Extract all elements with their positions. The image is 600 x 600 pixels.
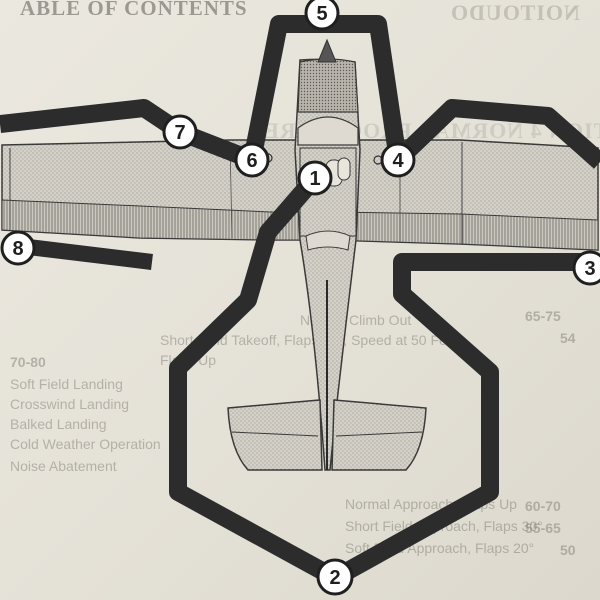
callout-7-label: 7 bbox=[174, 122, 185, 144]
rear-window bbox=[305, 230, 351, 251]
ghost-line-balked-landing: Balked Landing bbox=[10, 416, 107, 432]
ghost-line-crosswind-landing: Crosswind Landing bbox=[10, 396, 130, 412]
elevator-hinge-line bbox=[231, 431, 319, 437]
walkaround-path bbox=[0, 15, 600, 586]
callout-8-label: 8 bbox=[12, 238, 23, 260]
ghost-value-1: 65-75 bbox=[525, 308, 561, 324]
ghost-line-short-field-takeoff: Short Field Takeoff, Flaps 10°, Speed at… bbox=[160, 332, 459, 348]
windshield bbox=[297, 116, 359, 146]
ghost-value-5: 55-65 bbox=[525, 520, 561, 536]
path-segment-2-to-3 bbox=[330, 253, 590, 586]
elevator-hinge-line bbox=[335, 431, 423, 437]
cabin-window bbox=[337, 157, 351, 181]
ghost-line-noise-abatement: Noise Abatement bbox=[10, 458, 117, 474]
callout-7: 7 bbox=[162, 114, 198, 150]
callout-5: 5 bbox=[304, 0, 340, 31]
horizontal-stabilizer bbox=[227, 399, 323, 471]
callout-4: 4 bbox=[380, 142, 416, 178]
callout-3: 3 bbox=[572, 250, 600, 286]
callout-8: 8 bbox=[0, 230, 36, 266]
path-segment-7 bbox=[0, 99, 256, 169]
callout-2-label: 2 bbox=[329, 567, 340, 589]
callout-1: 1 bbox=[297, 160, 333, 196]
callout-3-label: 3 bbox=[584, 258, 595, 280]
ghost-value-2: 54 bbox=[560, 330, 576, 346]
engine-cowling bbox=[297, 58, 359, 113]
path-segment-8 bbox=[19, 238, 153, 270]
callout-5-label: 5 bbox=[316, 3, 327, 25]
path-segment-1-to-2 bbox=[169, 172, 340, 586]
ghost-line-soft-field-landing: Soft Field Landing bbox=[10, 376, 123, 392]
path-segment-3-to-4 bbox=[391, 99, 600, 169]
callout-2: 2 bbox=[316, 558, 354, 596]
horizontal-stabilizer bbox=[331, 399, 427, 471]
propeller-spinner bbox=[317, 38, 337, 63]
callout-6: 6 bbox=[234, 142, 270, 178]
ghost-value-4: 60-70 bbox=[525, 498, 561, 514]
callout-4-label: 4 bbox=[392, 150, 404, 172]
ghost-value-3: 70-80 bbox=[10, 354, 46, 370]
table-of-contents-heading: ABLE OF CONTENTS bbox=[20, 0, 248, 20]
ghost-value-6: 50 bbox=[560, 542, 576, 558]
callout-1-label: 1 bbox=[309, 168, 320, 190]
ghost-line-cold-weather: Cold Weather Operation bbox=[10, 436, 161, 452]
callout-6-label: 6 bbox=[246, 150, 257, 172]
